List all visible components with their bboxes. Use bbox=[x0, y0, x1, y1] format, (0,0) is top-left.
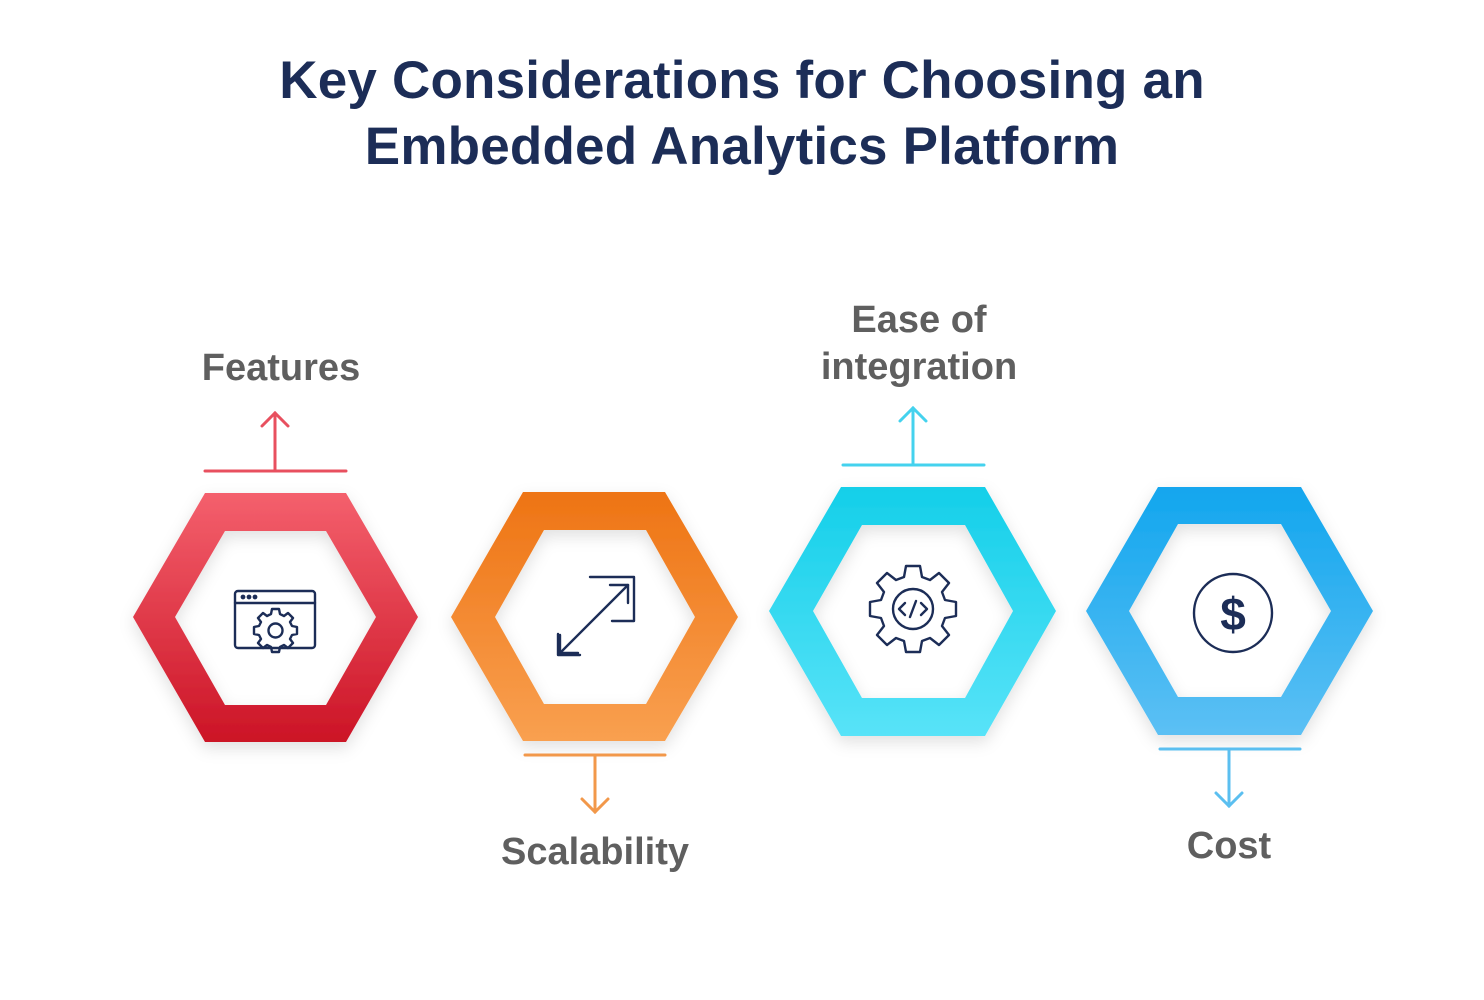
browser-gear-icon bbox=[233, 589, 317, 654]
label-ease-of-integration: Ease of integration bbox=[820, 299, 1018, 388]
svg-text:$: $ bbox=[1220, 588, 1246, 640]
label-cost: Cost bbox=[1186, 825, 1272, 867]
title-line-1: Key Considerations for Choosing an bbox=[279, 51, 1205, 110]
title-line-2: Embedded Analytics Platform bbox=[364, 117, 1120, 176]
features-connector bbox=[203, 410, 348, 473]
page-title: Key Considerations for Choosing an Embed… bbox=[0, 48, 1484, 180]
integration-hexagon bbox=[769, 487, 1056, 736]
label-features: Features bbox=[201, 347, 361, 389]
scalability-hexagon bbox=[451, 492, 738, 741]
cost-hexagon bbox=[1086, 487, 1373, 735]
item-features bbox=[133, 410, 418, 742]
dollar-coin-icon: $ bbox=[1192, 572, 1274, 654]
label-scalability: Scalability bbox=[501, 831, 689, 873]
item-scalability bbox=[451, 492, 738, 815]
expand-arrows-icon bbox=[556, 575, 636, 657]
code-gear-icon bbox=[868, 564, 958, 654]
item-cost: $ bbox=[1086, 487, 1373, 809]
features-hexagon bbox=[133, 493, 418, 742]
cost-connector bbox=[1158, 747, 1302, 809]
item-ease-of-integration bbox=[769, 405, 1056, 736]
scalability-connector bbox=[523, 753, 667, 815]
integration-connector bbox=[841, 405, 986, 467]
